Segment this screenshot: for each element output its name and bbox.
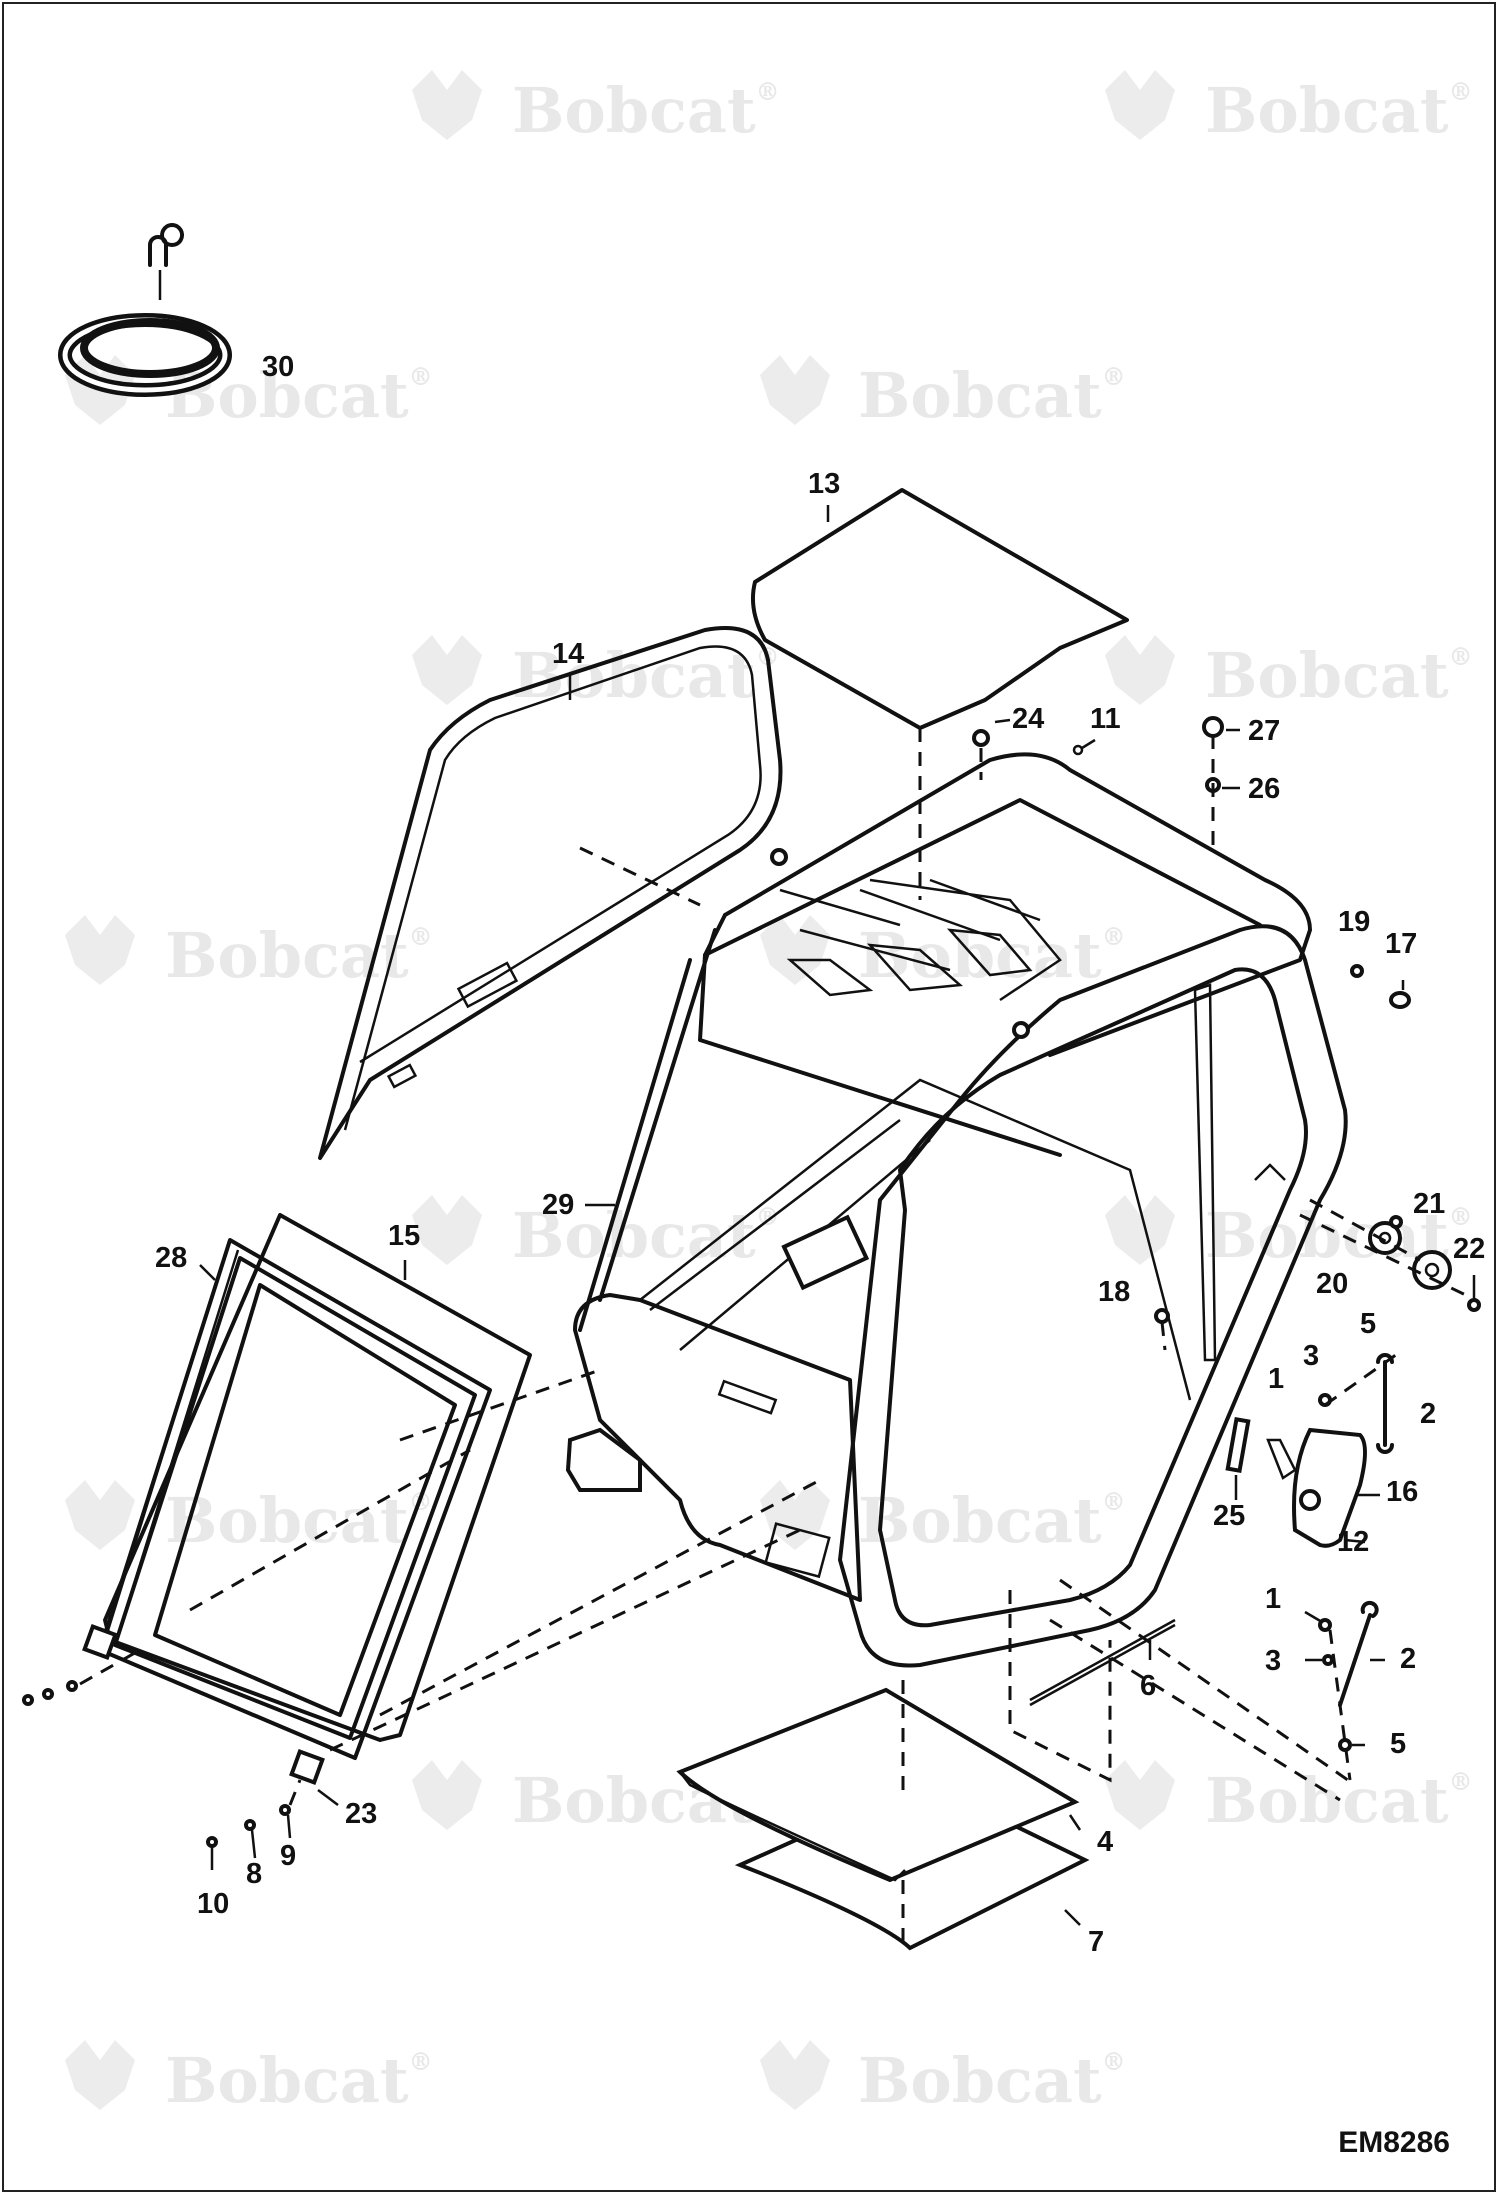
side-window-part (318, 626, 783, 1160)
watermark-text: Bobcat® (165, 2044, 433, 2117)
roof-hardware (770, 716, 1411, 1039)
watermark-text: Bobcat® (858, 359, 1126, 432)
callout-25: 25 (1213, 1500, 1246, 1532)
bobcat-logo-watermark (750, 345, 840, 440)
watermark-registered-mark: ® (755, 1202, 780, 1231)
drawing-number: EM8286 (1338, 2126, 1450, 2159)
bobcat-logo-watermark (402, 625, 492, 720)
watermark-text: Bobcat® (512, 74, 780, 147)
watermark-registered-mark: ® (755, 77, 780, 106)
callout-13: 13 (808, 468, 841, 500)
callout-24: 24 (1012, 703, 1045, 735)
seal-coil-part (58, 223, 232, 397)
watermark-text: Bobcat® (1205, 1199, 1473, 1272)
callout-3: 3 (1303, 1340, 1320, 1372)
bobcat-logo-watermark (1095, 625, 1185, 720)
callout-11: 11 (1090, 703, 1121, 735)
watermark-registered-mark: ® (408, 2047, 433, 2076)
watermark-registered-mark: ® (408, 922, 433, 951)
callout-6: 6 (1140, 1670, 1157, 1702)
callout-19: 19 (1338, 906, 1371, 938)
watermark-text: Bobcat® (1205, 1764, 1473, 1837)
callout-20: 20 (1316, 1268, 1349, 1300)
watermark-text: Bobcat® (858, 2044, 1126, 2117)
watermark-registered-mark: ® (1101, 2047, 1126, 2076)
bobcat-logo-watermark (55, 905, 145, 1000)
roof-panel-part (751, 488, 1129, 730)
bobcat-logo-watermark (750, 2030, 840, 2125)
callout-1: 1 (1265, 1583, 1282, 1615)
callout-27: 27 (1248, 715, 1281, 747)
callout-26: 26 (1248, 773, 1281, 805)
watermark-text: Bobcat® (165, 359, 433, 432)
bobcat-logo-watermark (402, 60, 492, 155)
bobcat-logo-watermark (402, 1750, 492, 1845)
front-window-parts (22, 1213, 821, 1870)
bobcat-logo-watermark (55, 2030, 145, 2125)
bobcat-logo-watermark (55, 1470, 145, 1565)
callout-2: 2 (1400, 1643, 1417, 1675)
watermark-registered-mark: ® (408, 362, 433, 391)
callout-14: 14 (552, 638, 585, 670)
floor-mat-parts (676, 1680, 1090, 1951)
watermark-registered-mark: ® (1448, 642, 1473, 671)
callout-22: 22 (1453, 1233, 1486, 1265)
callout-12: 12 (1337, 1526, 1370, 1558)
callout-23: 23 (345, 1798, 378, 1830)
callout-18: 18 (1098, 1276, 1131, 1308)
bobcat-logo-watermark (1095, 1185, 1185, 1280)
door-hardware (1154, 1198, 1481, 1548)
watermark-text: Bobcat® (1205, 74, 1473, 147)
watermark-registered-mark: ® (1101, 1487, 1126, 1516)
bobcat-logo-watermark (402, 1185, 492, 1280)
bobcat-logo-watermark (1095, 1750, 1185, 1845)
callout-9: 9 (280, 1840, 297, 1872)
callout-29: 29 (542, 1189, 575, 1221)
callout-15: 15 (388, 1220, 421, 1252)
watermark-registered-mark: ® (1101, 362, 1126, 391)
callout-21: 21 (1413, 1188, 1446, 1220)
callout-7: 7 (1088, 1926, 1105, 1958)
watermark-registered-mark: ® (1448, 1767, 1473, 1796)
watermark-registered-mark: ® (1448, 1202, 1473, 1231)
watermark-text: Bobcat® (1205, 639, 1473, 712)
callout-5: 5 (1390, 1728, 1407, 1760)
callout-3: 3 (1265, 1645, 1282, 1677)
callout-16: 16 (1386, 1476, 1419, 1508)
callout-1: 1 (1268, 1363, 1285, 1395)
watermark-registered-mark: ® (1101, 922, 1126, 951)
watermark-registered-mark: ® (1448, 77, 1473, 106)
watermark-text: Bobcat® (165, 1484, 433, 1557)
cab-frame-part (565, 752, 1348, 1668)
callout-5: 5 (1360, 1308, 1377, 1340)
watermark-text: Bobcat® (858, 1484, 1126, 1557)
callout-8: 8 (246, 1858, 263, 1890)
bobcat-logo-watermark (1095, 60, 1185, 155)
callout-2: 2 (1420, 1398, 1437, 1430)
callout-10: 10 (197, 1888, 230, 1920)
callout-17: 17 (1385, 928, 1418, 960)
callout-30: 30 (262, 351, 295, 383)
watermark-text: Bobcat® (512, 1199, 780, 1272)
lower-right-hardware (1008, 1578, 1385, 1802)
callout-28: 28 (155, 1242, 188, 1274)
callout-4: 4 (1097, 1826, 1114, 1858)
